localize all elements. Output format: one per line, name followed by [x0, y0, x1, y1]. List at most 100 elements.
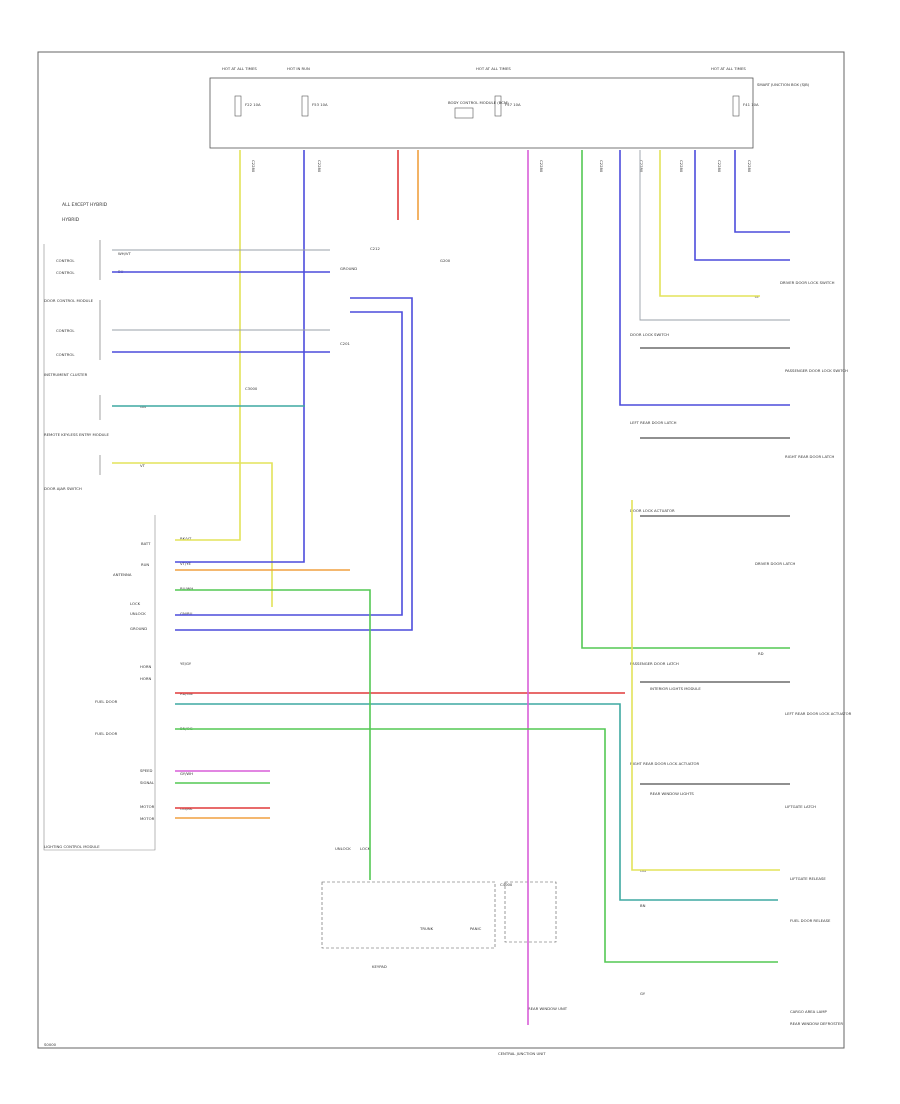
- right-module-rear-lights: REAR WINDOW LIGHTS: [650, 791, 694, 796]
- wire-blue-right-2: [175, 311, 403, 616]
- fuse-1: F22 10A: [234, 95, 261, 117]
- left-label-9: LOCK: [130, 601, 141, 606]
- fuse-3-label: F57 10A: [505, 102, 521, 107]
- center-label-5: C3000: [245, 386, 258, 391]
- left-module-bracket: [43, 244, 156, 851]
- center-module-keypad: KEYPAD: [372, 964, 387, 969]
- left-label-19: GROUND: [130, 626, 147, 631]
- pin-label-7: C2280: [717, 160, 722, 173]
- wire-green-long: [175, 728, 778, 963]
- fuse-2: F53 10A: [301, 95, 328, 117]
- fuse-1-label: F22 10A: [245, 102, 261, 107]
- right-label-12: LIFTGATE RELEASE: [790, 876, 826, 881]
- center-module-rear-unit: REAR WINDOW UNIT: [528, 1006, 568, 1011]
- wires: [112, 150, 790, 1025]
- wire-yellow-cargo: [631, 500, 780, 871]
- left-components: CONTROL CONTROL DOOR CONTROL MODULE CONT…: [44, 240, 110, 491]
- center-label-1: GROUND: [340, 266, 357, 271]
- pin-label-4: C2280: [599, 160, 604, 173]
- center-label-2: C201: [340, 341, 350, 346]
- right-label-2: DOOR LOCK SWITCH: [630, 332, 669, 337]
- pin-label-6: C2280: [679, 160, 684, 173]
- fuse-2-label: F53 10A: [312, 102, 328, 107]
- left-label-5: DOOR AJAR SWITCH: [44, 486, 82, 491]
- fuse-4: F41 10A: [732, 95, 759, 117]
- fuse-header-3: HOT AT ALL TIMES: [476, 66, 511, 71]
- pin-label-2: C2280: [317, 160, 322, 173]
- left-label-1: CONTROL: [56, 258, 75, 263]
- center-label-4: G200: [440, 258, 451, 263]
- wire-yellow-main: [175, 150, 241, 541]
- left-label-7: RUN: [141, 562, 149, 567]
- pin-label-1: C2280: [251, 160, 256, 173]
- wire-blue-right-a: [619, 150, 790, 406]
- wire-label-1: BK/VT: [180, 536, 192, 541]
- wire-label-5: YE/GY: [180, 661, 192, 666]
- wire-label-2: VT/YE: [180, 561, 192, 566]
- left-label-6: BATT: [141, 541, 151, 546]
- fuse-box-module-label: BODY CONTROL MODULE (BCM): [448, 100, 509, 105]
- wire-gray-3: [639, 150, 790, 321]
- center-label-6: C4000: [500, 882, 513, 887]
- left-label-12: FUEL DOOR: [95, 731, 118, 736]
- center-label-3: C212: [370, 246, 380, 251]
- pin-label-5: C2280: [639, 160, 644, 173]
- fuse-header-4: HOT AT ALL TIMES: [711, 66, 746, 71]
- wire-label-3: BU/WH: [180, 586, 193, 591]
- right-label-13: FUEL DOOR RELEASE: [790, 918, 831, 923]
- pin-label-8: C2280: [747, 160, 752, 173]
- legend-item-2: HYBRID: [62, 217, 80, 223]
- fuse-box: [209, 77, 754, 149]
- wire-blue-main: [175, 150, 305, 563]
- wire-teal-fuel: [175, 703, 778, 901]
- right-label-4: LEFT REAR DOOR LATCH: [630, 420, 677, 425]
- wire-label-15: RD: [758, 651, 764, 656]
- right-label-11: LIFTGATE LATCH: [785, 804, 816, 809]
- right-label-15: REAR WINDOW DEFROSTER: [790, 1021, 843, 1026]
- fuse-header-2: HOT IN RUN: [287, 66, 310, 71]
- fuse-4-label: F41 10A: [743, 102, 759, 107]
- pin-label-3: C2280: [539, 160, 544, 173]
- left-label-18: HORN: [140, 676, 151, 681]
- left-module-dcm: DOOR CONTROL MODULE: [44, 298, 94, 303]
- right-label-14: CARGO AREA LAMP: [790, 1009, 828, 1014]
- left-label-4: CONTROL: [56, 352, 75, 357]
- left-label-13: SPEED: [140, 768, 152, 773]
- left-label-14: SIGNAL: [140, 780, 155, 785]
- switch-block: UNLOCK LOCK TRUNK PANIC: [321, 846, 557, 949]
- switch-label-2: LOCK: [360, 846, 371, 851]
- switch-label-4: PANIC: [470, 926, 482, 931]
- wire-green-run: [175, 589, 371, 880]
- wire-blue-right-c: [734, 150, 790, 233]
- left-label-11: FUEL DOOR: [95, 699, 118, 704]
- right-components: DRIVER DOOR LOCK SWITCH DOOR LOCK SWITCH…: [630, 280, 852, 1026]
- wire-color-labels: BK/VT VT/YE BU/WH GN/BU YE/GY RD/GN BN/O…: [118, 251, 764, 996]
- wire-label-8: GY/WH: [180, 771, 193, 776]
- left-label-2: CONTROL: [56, 270, 75, 275]
- wire-label-11: VT: [140, 463, 146, 468]
- left-module-remote: REMOTE KEYLESS ENTRY MODULE: [44, 432, 110, 437]
- wire-label-18: GY: [640, 991, 646, 996]
- center-labels: GROUND C201 C212 G200 C3000 C4000 CENTRA…: [245, 246, 568, 1056]
- fuse-header-1: HOT AT ALL TIMES: [222, 66, 257, 71]
- right-label-7: DRIVER DOOR LATCH: [755, 561, 796, 566]
- right-label-8: PASSENGER DOOR LATCH: [630, 661, 679, 666]
- wire-label-4: GN/BU: [180, 611, 193, 616]
- left-label-8: ANTENNA: [113, 572, 132, 577]
- wire-label-10: WH/VT: [118, 251, 131, 256]
- switch-label-3: TRUNK: [419, 926, 434, 931]
- left-module-instrument: INSTRUMENT CLUSTER: [44, 372, 88, 377]
- right-module-interior: INTERIOR LIGHTS MODULE: [650, 686, 701, 691]
- right-label-10: RIGHT REAR DOOR LOCK ACTUATOR: [630, 761, 700, 766]
- center-module-central: CENTRAL JUNCTION UNIT: [498, 1051, 546, 1056]
- switch-label-1: UNLOCK: [335, 846, 351, 851]
- right-label-6: DOOR LOCK ACTUATOR: [630, 508, 675, 513]
- left-label-10: UNLOCK: [130, 611, 146, 616]
- fuse-box-title: SMART JUNCTION BOX (SJB): [757, 82, 810, 87]
- right-label-3: PASSENGER DOOR LOCK SWITCH: [785, 368, 848, 373]
- wire-yellow-right: [659, 150, 760, 297]
- legend-item-1: ALL EXCEPT HYBRID: [62, 202, 108, 208]
- left-label-17: HORN: [140, 664, 151, 669]
